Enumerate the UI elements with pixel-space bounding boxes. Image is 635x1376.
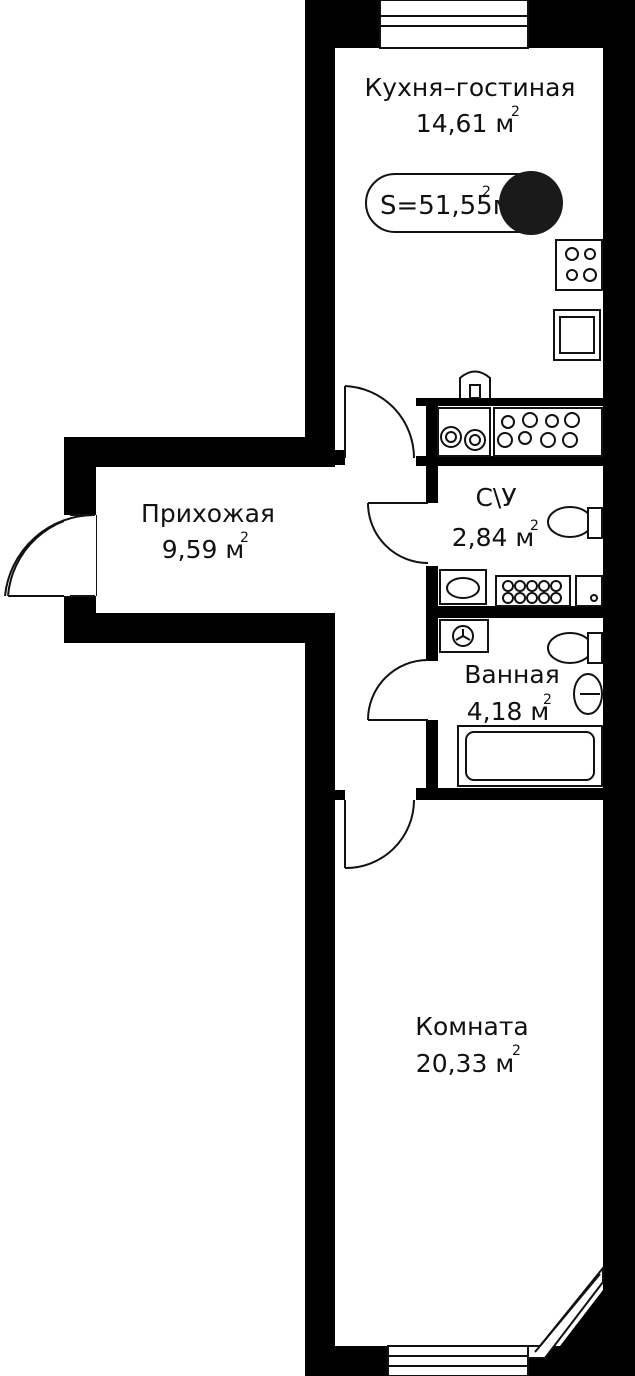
fixtures (437, 239, 603, 787)
hall-area-unit: 2 (240, 530, 249, 546)
wall-left-upper (305, 0, 335, 465)
boiler-icon (459, 370, 491, 398)
wall-kitchen-stub (335, 450, 345, 465)
wall-bath-bottom (416, 788, 603, 800)
window-kitchen (379, 0, 529, 49)
wall-room-stub (335, 790, 345, 800)
wall-left-lower (305, 613, 335, 1376)
wall-bay (540, 1250, 635, 1376)
kitchen-area-unit: 2 (511, 104, 520, 120)
doors (4, 385, 429, 870)
bath-door (367, 659, 429, 721)
wc-area-unit: 2 (530, 518, 539, 534)
total-area-label: S=51,55м (380, 191, 512, 221)
room-door (344, 799, 415, 870)
kitchen-door (344, 385, 416, 459)
total-area-unit: 2 (482, 184, 491, 200)
room-area-unit: 2 (512, 1043, 521, 1059)
total-area-dot (499, 171, 563, 235)
wc-door (367, 502, 429, 564)
kitchen-name: Кухня–гостиная (365, 73, 576, 102)
kitchen-area: 14,61 м (416, 109, 514, 138)
wall-right (603, 0, 635, 1260)
room-area: 20,33 м (416, 1049, 514, 1078)
wall-kitchen-bottom (416, 398, 603, 406)
labels: Кухня–гостиная 14,61 м 2 S=51,55м 2 Прих… (141, 73, 575, 1078)
bath-area-unit: 2 (543, 692, 552, 708)
walls (64, 0, 635, 1376)
wall-wet-left-a (426, 398, 438, 503)
wall-wc-top (416, 456, 603, 466)
bath-toilet-icon (547, 632, 593, 664)
hall-area: 9,59 м (162, 535, 244, 564)
wc-toilet-icon (547, 506, 593, 538)
wc-area: 2,84 м (452, 523, 534, 552)
hall-name: Прихожая (141, 499, 275, 528)
windows (379, 0, 604, 1376)
wall-wet-left-c (426, 720, 438, 800)
kitchen-sink-icon (553, 309, 601, 361)
wall-wc-bath (438, 606, 603, 618)
room-name: Комната (415, 1012, 528, 1041)
window-room (387, 1345, 529, 1376)
bath-area: 4,18 м (467, 697, 549, 726)
wall-hall-top (64, 437, 335, 467)
bath-name: Ванная (464, 660, 560, 689)
wall-hall-left-top (64, 437, 96, 515)
wall-wet-left-b (426, 566, 438, 661)
wc-name: С\У (475, 483, 516, 512)
stove-icon (555, 239, 603, 291)
wall-hall-bottom (64, 613, 335, 643)
bathtub-icon (457, 725, 603, 787)
